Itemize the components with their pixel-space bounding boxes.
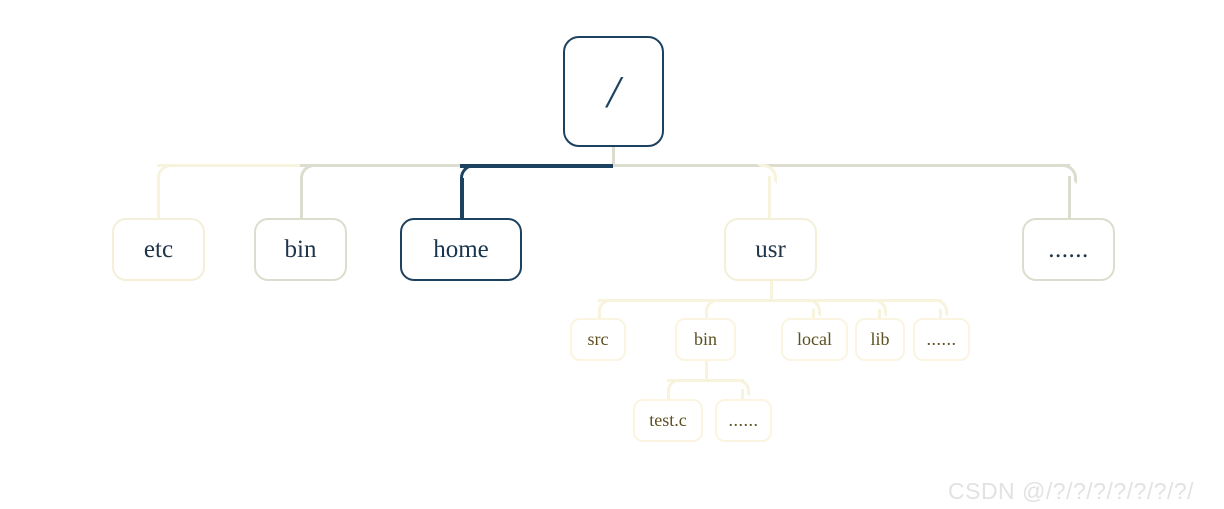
connector-drop-ellipsis-l4	[741, 389, 744, 401]
node-lib[interactable]: lib	[855, 318, 905, 361]
connector-elbow-testc	[667, 379, 685, 397]
connector-drop-usr	[768, 176, 771, 220]
node-test-c[interactable]: test.c	[633, 399, 703, 442]
connector-elbow-ellipsis-l2	[1057, 164, 1077, 184]
connector-elbow-lib	[869, 299, 887, 317]
csdn-watermark: CSDN @/?/?/?/?/?/?/?/	[948, 478, 1195, 504]
connector-drop-etc	[157, 176, 160, 220]
connector-drop-testc	[667, 389, 670, 401]
connector-bus-gray-right	[612, 164, 1070, 167]
connector-drop-bin	[300, 176, 303, 220]
connector-bus-l3	[598, 299, 942, 302]
node-home[interactable]: home	[400, 218, 522, 281]
connector-elbow-ellipsis-l3	[930, 299, 948, 317]
connector-usr-stub	[770, 281, 773, 301]
connector-drop-home	[460, 178, 464, 220]
connector-elbow-etc	[157, 164, 177, 184]
node-ellipsis-level4[interactable]: ......	[715, 399, 772, 442]
connector-drop-ellipsis-l2	[1068, 176, 1071, 220]
connector-drop-bin-l3	[705, 309, 708, 320]
connector-root-stub	[612, 147, 615, 167]
node-ellipsis-level2[interactable]: ......	[1022, 218, 1115, 281]
connector-elbow-bin	[300, 164, 320, 184]
node-ellipsis-level3[interactable]: ......	[913, 318, 970, 361]
connector-elbow-ellipsis-l4	[732, 379, 750, 397]
connector-bus-navy-home	[460, 164, 613, 168]
connector-bus-l4	[667, 379, 744, 382]
connector-drop-src	[598, 309, 601, 320]
node-root[interactable]: /	[563, 36, 664, 147]
connector-drop-ellipsis-l3	[939, 309, 942, 320]
node-etc[interactable]: etc	[112, 218, 205, 281]
connector-drop-lib	[878, 309, 881, 320]
node-bin[interactable]: bin	[254, 218, 347, 281]
connector-drop-local	[812, 309, 815, 320]
connector-bin-l3-stub	[705, 360, 708, 380]
connector-bus-gray-left	[300, 164, 612, 167]
node-local[interactable]: local	[781, 318, 848, 361]
connector-elbow-src	[598, 299, 616, 317]
node-usr[interactable]: usr	[724, 218, 817, 281]
node-bin-level3[interactable]: bin	[675, 318, 736, 361]
connector-elbow-home	[460, 164, 482, 186]
connector-elbow-usr	[757, 164, 777, 184]
connector-elbow-local	[803, 299, 821, 317]
connector-elbow-bin-l3	[705, 299, 723, 317]
node-src[interactable]: src	[570, 318, 626, 361]
